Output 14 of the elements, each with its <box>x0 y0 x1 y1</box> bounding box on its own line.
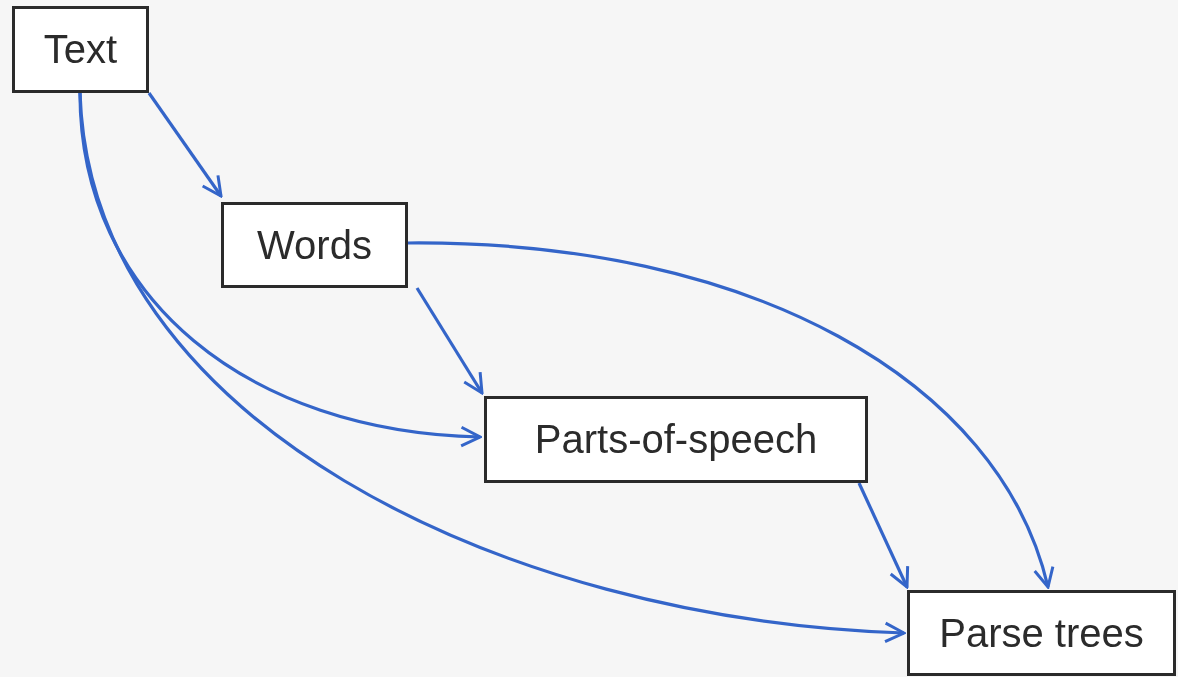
arrow <box>147 92 223 198</box>
arrow <box>407 241 1053 589</box>
box-label: Parse trees <box>939 610 1144 656</box>
box-label: Parts-of-speech <box>534 417 818 462</box>
process-box <box>221 202 408 288</box>
arrow <box>78 92 482 447</box>
box-label: Text <box>43 27 118 72</box>
arrow <box>78 92 906 643</box>
arrow <box>415 287 484 395</box>
process-box <box>907 590 1176 676</box>
arrow <box>857 482 910 589</box>
process-box <box>12 6 149 93</box>
process-box <box>484 396 868 483</box>
box-label: Words <box>257 222 372 268</box>
